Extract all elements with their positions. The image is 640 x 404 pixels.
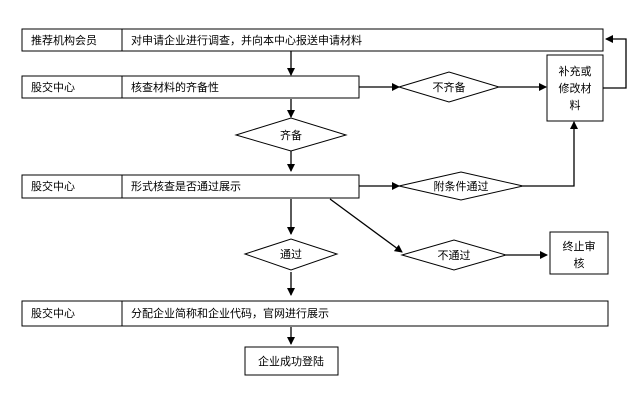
decision-incomplete: 不齐备 (397, 71, 501, 103)
arrow-conditional-to-supplement (523, 121, 578, 187)
row1-action-label: 对申请企业进行调查，并向本中心报送申请材料 (131, 33, 362, 47)
decision-fail-label: 不通过 (438, 249, 471, 262)
row1-role-label: 推荐机构会员 (31, 33, 97, 47)
terminate-text-line1: 终止审 (563, 239, 596, 253)
decision-complete-shape (234, 117, 348, 152)
row3-role-label: 股交中心 (31, 179, 75, 193)
success-label: 企业成功登陆 (258, 354, 324, 368)
connectors (287, 35, 627, 345)
supplement-text-line1: 补充或 (559, 64, 592, 78)
success-listing-box: 企业成功登陆 (244, 346, 339, 376)
supplement-box-shape (546, 54, 604, 122)
row2-action-label: 核查材料的齐备性 (131, 80, 219, 94)
decision-pass: 通过 (243, 238, 339, 271)
supplement-text-line2: 修改材 (559, 81, 592, 95)
decision-fail: 不通过 (400, 239, 508, 271)
decision-conditional-label: 附条件通过 (434, 179, 489, 193)
terminate-text-line2: 核 (574, 256, 585, 270)
terminate-review-box: 终止审 核 (549, 231, 609, 275)
supplement-materials-box: 补充或 修改材 料 (546, 54, 604, 122)
row-check-completeness: 股交中心 核查材料的齐备性 (21, 75, 360, 99)
decision-pass-label: 通过 (280, 248, 302, 261)
row2-action-cell (121, 75, 360, 99)
decision-fail-shape (400, 239, 508, 271)
decision-complete: 齐备 (234, 117, 348, 152)
row2-role-label: 股交中心 (31, 80, 75, 94)
decision-conditional-pass: 附条件通过 (398, 171, 524, 201)
success-box-shape (244, 346, 339, 376)
decision-pass-shape (243, 238, 339, 271)
terminate-box-shape (549, 231, 609, 275)
supplement-text-line3: 料 (570, 98, 581, 112)
decision-conditional-shape (398, 171, 524, 201)
row4-action-label: 分配企业简称和企业代码，官网进行展示 (131, 306, 329, 320)
row-formal-review: 股交中心 形式核查是否通过展示 (21, 174, 360, 199)
row1-action-cell (121, 28, 604, 52)
decision-complete-label: 齐备 (280, 128, 302, 142)
decision-incomplete-shape (397, 71, 501, 103)
arrow-row3-to-fail (329, 198, 403, 253)
row4-action-cell (121, 300, 609, 327)
decision-incomplete-label: 不齐备 (433, 80, 466, 94)
row-recommend-member: 推荐机构会员 对申请企业进行调查，并向本中心报送申请材料 (21, 28, 604, 52)
row3-action-cell (121, 174, 360, 199)
row4-role-label: 股交中心 (31, 306, 75, 320)
arrow-supplement-to-row1 (603, 35, 627, 89)
row4-role-cell (21, 300, 123, 327)
row3-action-label: 形式核查是否通过展示 (131, 179, 241, 193)
row-assign-code: 股交中心 分配企业简称和企业代码，官网进行展示 (21, 300, 609, 327)
